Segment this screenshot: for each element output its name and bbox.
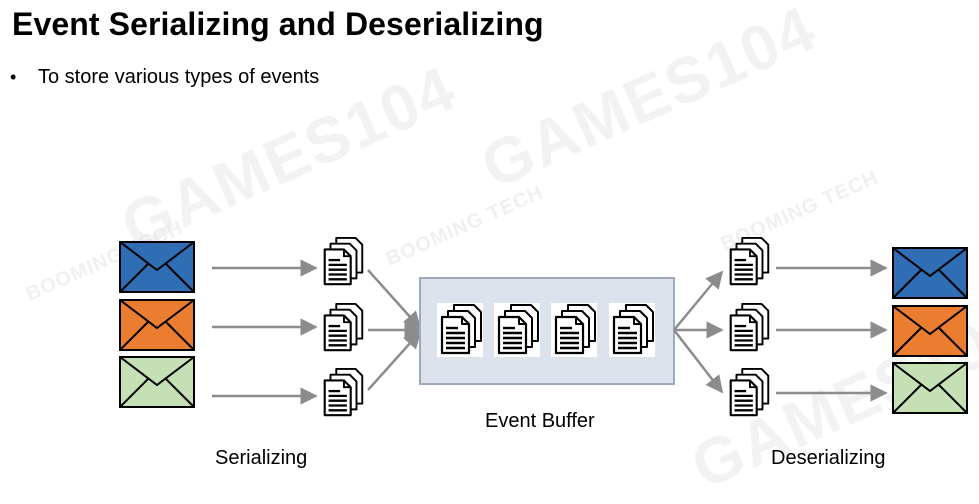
bullet-item: • To store various types of events — [10, 66, 319, 89]
document-stack-icon — [323, 367, 364, 417]
document-stack-icon — [323, 302, 364, 352]
envelope-icon — [119, 356, 195, 408]
envelope-icon — [892, 305, 968, 357]
envelope-icon — [892, 362, 968, 414]
document-stack-icon — [323, 236, 364, 286]
event-buffer-label: Event Buffer — [485, 410, 595, 432]
deserializing-label: Deserializing — [771, 447, 886, 469]
envelope-icon — [119, 241, 195, 293]
document-stack-icon — [497, 303, 540, 355]
envelope-icon — [119, 299, 195, 351]
arrow — [367, 269, 422, 330]
document-stack-icon — [729, 236, 770, 286]
envelope-icon — [892, 247, 968, 299]
document-stack-icon — [554, 303, 597, 355]
bullet-marker: • — [10, 67, 17, 87]
serializing-label: Serializing — [215, 447, 308, 469]
bullet-text: To store various types of events — [38, 66, 320, 88]
arrow — [673, 329, 724, 394]
document-stack-icon — [440, 303, 483, 355]
slide-title: Event Serializing and Deserializing — [12, 6, 544, 42]
document-stack-icon — [729, 367, 770, 417]
document-stack-icon — [729, 302, 770, 352]
document-stack-icon — [612, 303, 655, 355]
arrow — [673, 270, 724, 331]
arrow — [367, 330, 422, 391]
